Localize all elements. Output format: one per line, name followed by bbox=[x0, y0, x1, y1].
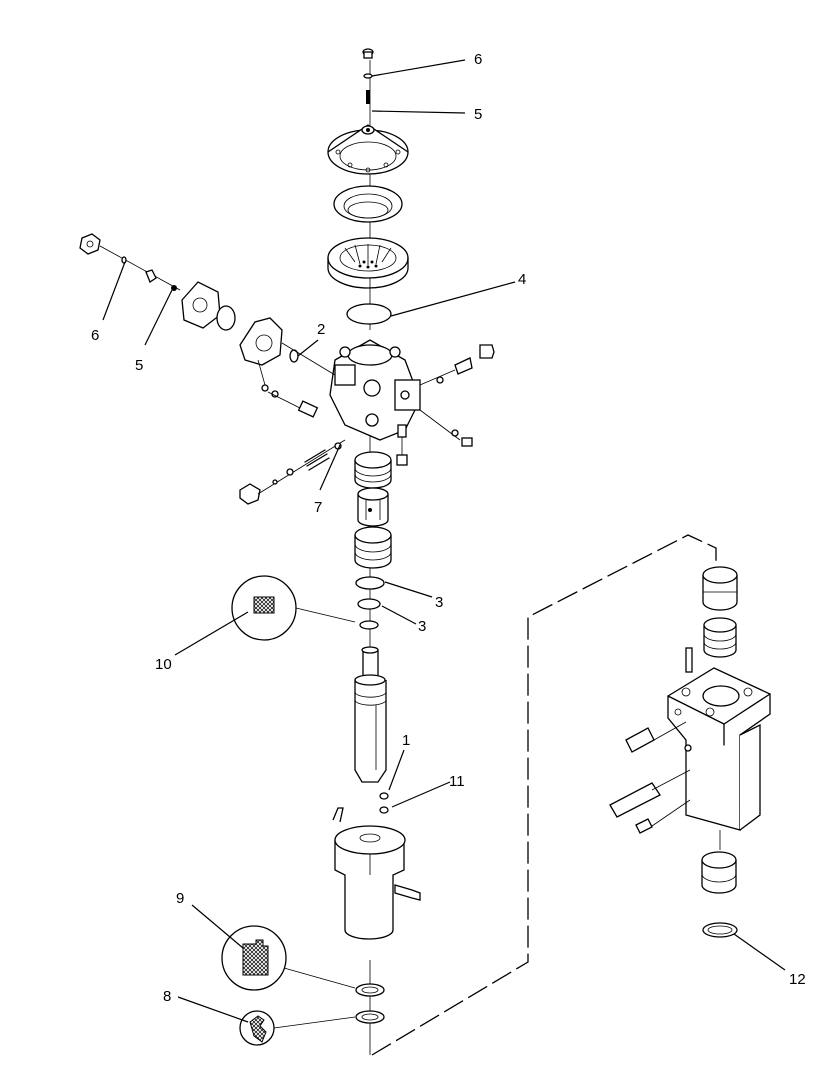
pin-1 bbox=[379, 792, 389, 800]
callout-8: 8 bbox=[163, 988, 171, 1005]
seal-ring-9 bbox=[355, 983, 385, 997]
o-ring-3-lower bbox=[357, 598, 381, 610]
right-fittings bbox=[419, 344, 495, 447]
callout-5-left: 5 bbox=[135, 357, 143, 374]
left-horizontal-assembly bbox=[79, 233, 336, 418]
callout-1: 1 bbox=[402, 732, 410, 749]
valve-seat-strainer bbox=[327, 237, 409, 289]
seal-ring-8 bbox=[355, 1010, 385, 1024]
callout-4: 4 bbox=[518, 271, 526, 288]
top-dome-cap bbox=[327, 124, 409, 175]
callout-12: 12 bbox=[789, 971, 806, 988]
callout-10: 10 bbox=[155, 656, 172, 673]
o-ring-3-upper bbox=[355, 576, 385, 590]
callout-2: 2 bbox=[317, 321, 325, 338]
callout-labels: 6 5 4 2 6 5 7 3 3 10 1 11 9 8 12 bbox=[91, 51, 806, 1005]
lower-housing bbox=[332, 807, 421, 940]
callout-6-top: 6 bbox=[474, 51, 482, 68]
callout-6-left: 6 bbox=[91, 327, 99, 344]
callout-7: 7 bbox=[314, 499, 322, 516]
detail-circle-9 bbox=[221, 925, 356, 991]
right-subassembly bbox=[609, 566, 771, 938]
callout-9: 9 bbox=[176, 890, 184, 907]
diaphragm-ring bbox=[333, 185, 403, 223]
seal-stack bbox=[354, 451, 392, 569]
callout-11: 11 bbox=[449, 773, 465, 790]
callout-3-lower: 3 bbox=[418, 618, 426, 635]
lower-left-spring-assembly bbox=[239, 439, 346, 505]
callout-5-top: 5 bbox=[474, 106, 482, 123]
o-ring-3-small bbox=[359, 620, 379, 630]
dashed-connector bbox=[371, 534, 717, 1056]
callout-3-upper: 3 bbox=[435, 594, 443, 611]
detail-circle-10 bbox=[231, 575, 356, 641]
leader-lines bbox=[102, 59, 786, 1023]
o-ring-4 bbox=[346, 303, 392, 325]
detail-circle-8 bbox=[239, 1010, 356, 1046]
top-bleed-screw bbox=[362, 48, 374, 104]
ball-11 bbox=[379, 806, 389, 814]
piston-shaft bbox=[354, 646, 387, 783]
valve-body bbox=[329, 339, 421, 466]
